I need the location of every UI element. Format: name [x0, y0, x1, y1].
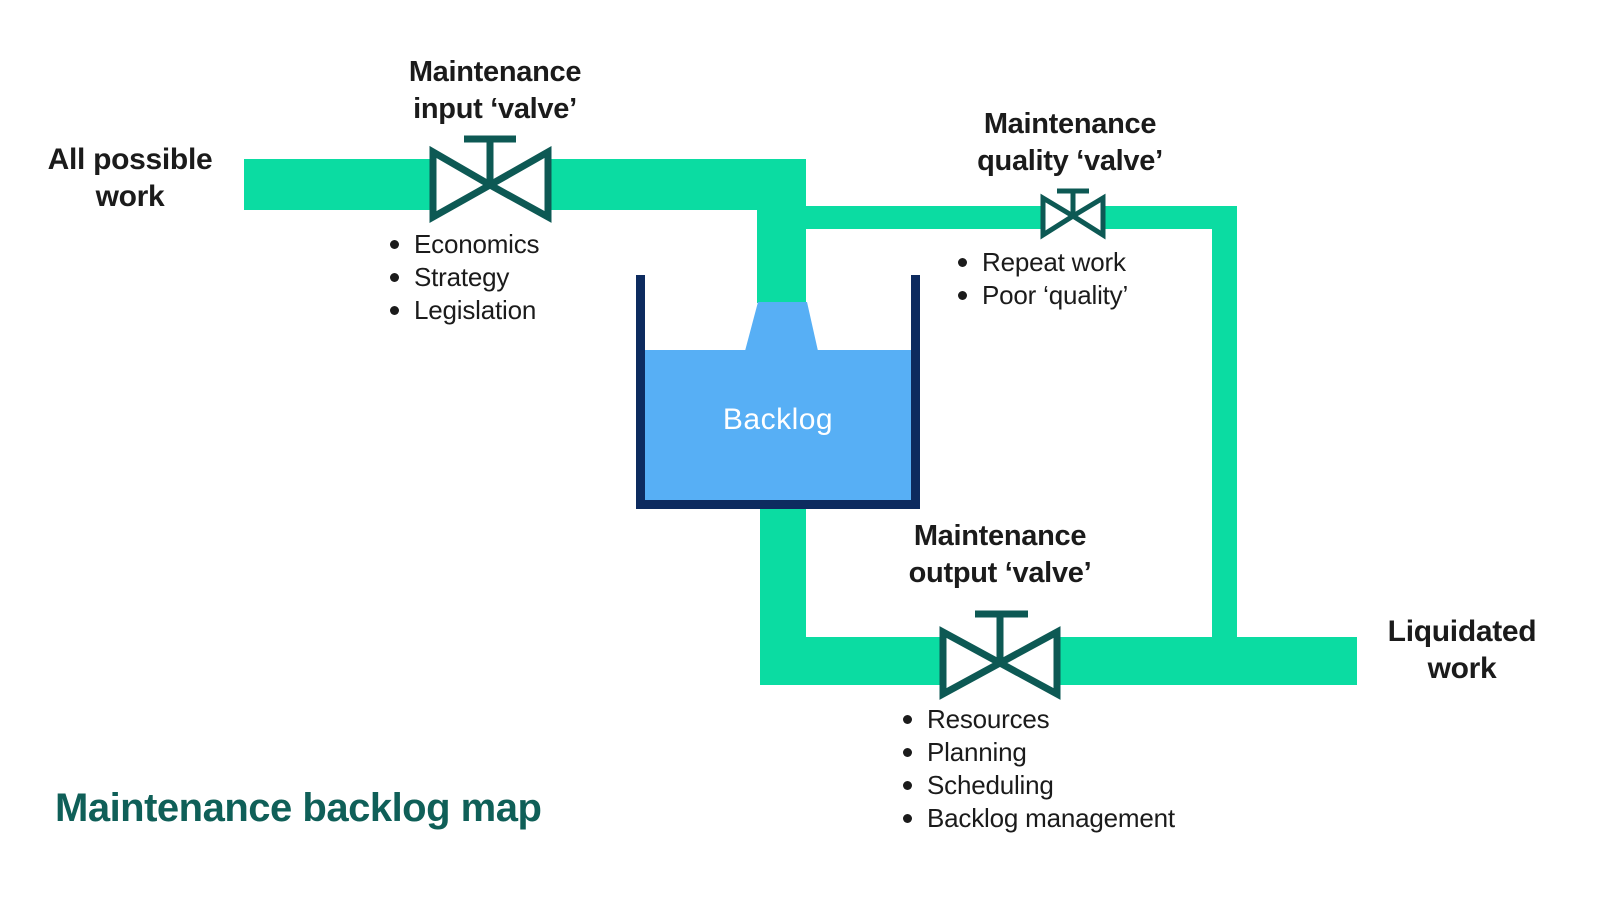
- tank-right-wall: [911, 275, 920, 509]
- bullet-icon: [958, 291, 967, 300]
- liquid-inflow-stream: [745, 302, 818, 351]
- source-label: All possible work: [20, 141, 240, 215]
- list-item: Resources: [903, 703, 1175, 736]
- sink-label: Liquidated work: [1352, 613, 1572, 687]
- factor-text: Planning: [927, 737, 1027, 767]
- factor-text: Resources: [927, 704, 1050, 734]
- sink-label-line1: Liquidated: [1387, 615, 1537, 648]
- bullet-icon: [903, 814, 912, 823]
- factor-text: Strategy: [414, 262, 510, 292]
- source-label-line1: All possible: [47, 143, 213, 176]
- quality-return-pipe-right: [1212, 206, 1237, 685]
- list-item: Scheduling: [903, 769, 1175, 802]
- list-item: Strategy: [390, 261, 539, 294]
- input-valve-label: Maintenance input ‘valve’: [355, 54, 635, 128]
- list-item: Poor ‘quality’: [958, 279, 1128, 312]
- bullet-icon: [390, 273, 399, 282]
- input-valve-label-line1: Maintenance: [408, 56, 582, 88]
- page-title: Maintenance backlog map: [55, 786, 542, 830]
- list-item: Planning: [903, 736, 1175, 769]
- input-valve-factor-list: Economics Strategy Legislation: [390, 228, 540, 327]
- output-valve-icon: [939, 610, 1061, 700]
- tank-bottom-wall: [636, 500, 920, 509]
- input-valve-label-line2: input ‘valve’: [413, 93, 577, 125]
- bullet-icon: [903, 748, 912, 757]
- list-item: Repeat work: [958, 246, 1128, 279]
- factor-text: Legislation: [414, 295, 537, 325]
- bullet-icon: [903, 781, 912, 790]
- bullet-icon: [390, 240, 399, 249]
- tank-left-wall: [636, 275, 645, 509]
- bullet-icon: [390, 306, 399, 315]
- tank-liquid: [645, 350, 911, 500]
- quality-valve-icon: [1040, 188, 1106, 240]
- output-valve-factor-list: Resources Planning Scheduling Backlog ma…: [903, 703, 1175, 835]
- output-valve-label-line2: output ‘valve’: [908, 557, 1092, 589]
- tank-label: Backlog: [722, 403, 834, 436]
- list-item: Legislation: [390, 294, 539, 327]
- quality-valve-label-line1: Maintenance: [983, 108, 1157, 140]
- list-item: Economics: [390, 228, 540, 261]
- factor-text: Backlog management: [927, 803, 1175, 833]
- output-valve-label: Maintenance output ‘valve’: [860, 518, 1140, 592]
- sink-label-line2: work: [1427, 652, 1497, 685]
- input-valve-icon: [429, 135, 552, 223]
- quality-valve-factor-list: Repeat work Poor ‘quality’: [958, 246, 1128, 312]
- quality-valve-label: Maintenance quality ‘valve’: [930, 106, 1210, 180]
- quality-return-pipe-top: [806, 206, 1237, 229]
- quality-valve-label-line2: quality ‘valve’: [977, 145, 1163, 177]
- factor-text: Repeat work: [982, 247, 1126, 277]
- list-item: Backlog management: [903, 802, 1175, 835]
- source-label-line2: work: [95, 180, 165, 213]
- factor-text: Economics: [414, 229, 540, 259]
- bullet-icon: [903, 715, 912, 724]
- bullet-icon: [958, 258, 967, 267]
- factor-text: Scheduling: [927, 770, 1054, 800]
- factor-text: Poor ‘quality’: [982, 280, 1129, 310]
- tank-inflow-drop-pipe: [757, 159, 806, 303]
- output-valve-label-line1: Maintenance: [913, 520, 1087, 552]
